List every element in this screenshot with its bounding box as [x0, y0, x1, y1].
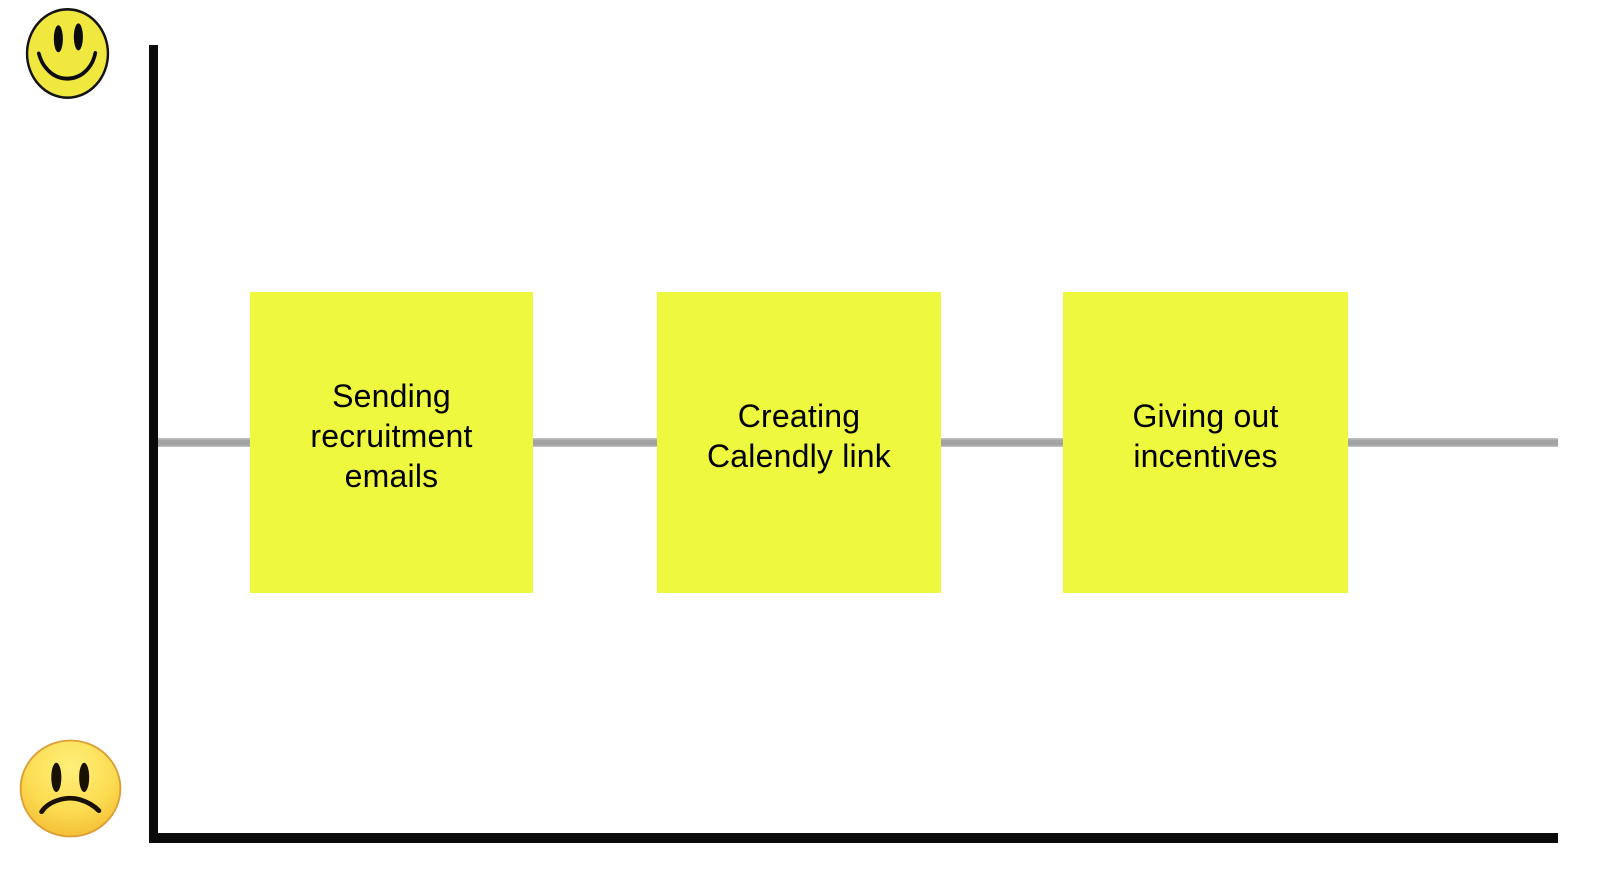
sticky-note-sending-recruitment-emails[interactable]: Sending recruitment emails	[250, 292, 533, 593]
sticky-note-label: Giving out incentives	[1132, 396, 1278, 476]
y-axis-line	[149, 45, 158, 843]
sticky-note-label: Sending recruitment emails	[310, 376, 472, 496]
sticky-note-giving-out-incentives[interactable]: Giving out incentives	[1063, 292, 1348, 593]
x-axis-line	[149, 833, 1558, 843]
note-line: Calendly link	[706, 437, 892, 474]
note-line: Sending	[332, 377, 451, 414]
happy-face-icon	[24, 6, 111, 101]
note-line: recruitment	[310, 417, 473, 454]
note-line: emails	[344, 457, 439, 494]
note-line: Creating	[737, 397, 861, 434]
note-line: Giving out	[1132, 397, 1279, 434]
sad-face-icon	[18, 738, 123, 839]
note-line: incentives	[1133, 437, 1278, 474]
sticky-note-creating-calendly-link[interactable]: Creating Calendly link	[657, 292, 941, 593]
sticky-note-label: Creating Calendly link	[707, 396, 891, 476]
